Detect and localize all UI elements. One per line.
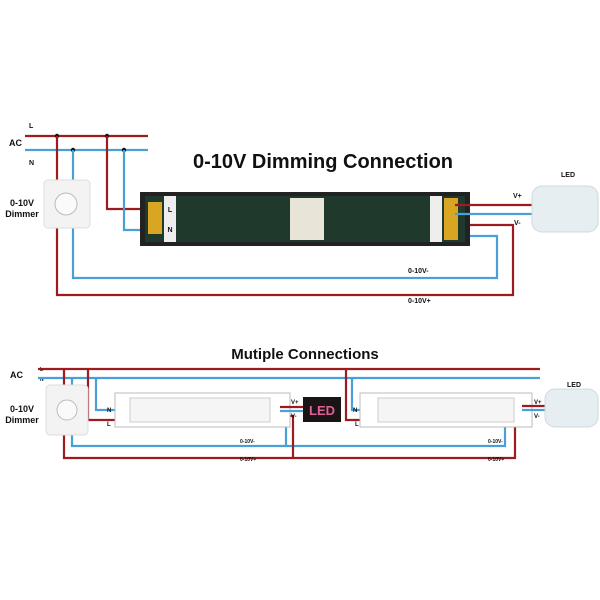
top-driver-l-wire — [105, 136, 152, 211]
driver1-n-label: N — [107, 408, 111, 414]
top-led-label: LED — [561, 172, 575, 179]
top-ac-label: AC — [9, 138, 22, 148]
driver2-vplus-label: V+ — [534, 400, 542, 406]
top-dimmer-label: Dimmer — [5, 209, 39, 219]
driver-terminal-n: N — [167, 227, 172, 234]
driver1-l-wire — [86, 369, 118, 422]
dimmer-knob — [56, 399, 78, 421]
driver1-dim-minus-label: 0-10V- — [240, 439, 255, 445]
top-dimmer-plus-wire — [55, 136, 515, 297]
driver-1: N L V+ V- 0-10V- 0-10V+ — [107, 392, 299, 463]
driver2-vminus-label: V- — [534, 414, 540, 420]
driver2-dim-minus-label: 0-10V- — [488, 439, 503, 445]
driver1-dim-plus-label: 0-10V+ — [240, 457, 256, 463]
led-sign-text: LED — [309, 403, 335, 418]
driver-terminal-l: L — [168, 207, 173, 214]
driver-2: N L V+ V- 0-10V- 0-10V+ — [353, 392, 542, 463]
driver1-l-label: L — [107, 422, 111, 428]
dimmer-knob — [54, 192, 78, 216]
bottom-dimmer-label: Dimmer — [5, 415, 39, 425]
driver2-n-wire — [350, 378, 363, 412]
top-n-label: N — [29, 160, 34, 167]
bottom-diagram: Mutiple Connections AC L N 0-10V Dimmer … — [5, 346, 599, 463]
bottom-n-label: N — [40, 377, 44, 383]
bottom-title: Mutiple Connections — [231, 346, 379, 363]
driver2-dim-plus-label: 0-10V+ — [488, 457, 504, 463]
top-driver: L N — [140, 192, 470, 246]
top-dimmer-label: 0-10V — [10, 198, 34, 208]
driver2-n-label: N — [353, 408, 357, 414]
driver1-vminus-label: V- — [291, 414, 297, 420]
driver2-l-wire — [344, 369, 363, 422]
top-led-module — [531, 185, 599, 233]
top-vplus-label: V+ — [513, 193, 522, 200]
top-dim-minus-label: 0-10V- — [408, 268, 429, 275]
driver2-l-label: L — [355, 422, 359, 428]
led-sign — [303, 397, 341, 422]
top-vminus-label: V- — [514, 220, 521, 227]
top-title: 0-10V Dimming Connection — [193, 151, 453, 173]
top-dim-plus-label: 0-10V+ — [408, 298, 431, 305]
top-diagram: 0-10V Dimming Connection L AC N 0-10V Di… — [5, 123, 599, 305]
bottom-led-module — [544, 388, 599, 428]
top-dimmer-minus-wire — [71, 150, 499, 280]
top-l-label: L — [29, 123, 34, 130]
driver1-vplus-label: V+ — [291, 400, 299, 406]
driver1-n-wire — [94, 378, 118, 412]
bottom-ac-label: AC — [10, 370, 23, 380]
bottom-dimmer-label: 0-10V — [10, 404, 34, 414]
bottom-led-label: LED — [567, 382, 581, 389]
